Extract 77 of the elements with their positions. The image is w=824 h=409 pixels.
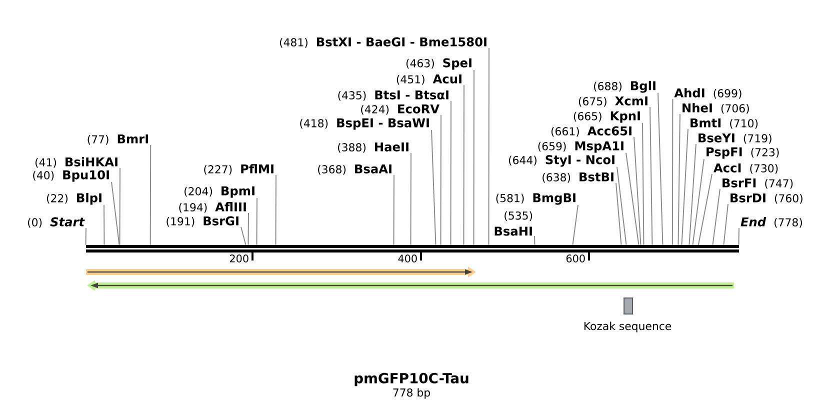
restriction-site-label: (40) Bpu10I	[33, 170, 109, 182]
leader-line	[104, 204, 105, 246]
restriction-site-label: (418) BspEI - BsaWI	[300, 118, 429, 130]
leader-line	[688, 144, 696, 246]
leader-line	[534, 236, 536, 246]
leader-line	[712, 188, 720, 246]
leader-line	[119, 168, 120, 246]
leader-line	[658, 92, 664, 246]
leader-line	[275, 174, 276, 246]
leader-line	[111, 182, 120, 246]
restriction-site-label: (451) AcuI	[396, 74, 462, 85]
leader-line	[616, 166, 627, 246]
leader-line	[463, 84, 464, 246]
subtitle: 778 bp	[393, 388, 430, 399]
leader-line	[626, 152, 640, 246]
restriction-site-label: (368) BsaAI	[318, 164, 392, 175]
restriction-site-label: (191) BsrGI	[166, 216, 238, 227]
restriction-site-label: (463) SpeI	[406, 58, 472, 70]
leader-line	[440, 114, 442, 246]
restriction-site-label: (388) HaeII	[338, 142, 408, 153]
leader-line	[723, 204, 728, 246]
restriction-site-label: (77) BmrI	[88, 134, 148, 145]
leader-line	[393, 174, 394, 246]
restriction-site-label: (194) AflIII	[179, 202, 246, 213]
tick-label: 400	[398, 254, 417, 262]
leader-line	[672, 98, 674, 246]
restriction-site-label: (638) BstBI	[542, 172, 614, 183]
leader-line	[642, 122, 644, 246]
tick-label: 600	[566, 254, 585, 262]
leader-line	[240, 226, 246, 246]
leader-line	[248, 212, 249, 246]
sequence-end-label: End (778)	[740, 217, 802, 228]
feature-label: Kozak sequence	[584, 322, 672, 332]
restriction-site-label: (675) XcmI	[578, 96, 648, 107]
leader-line	[256, 198, 258, 246]
restriction-site-label: PspFI (723)	[706, 147, 779, 159]
title: pmGFP10C-Tau	[354, 372, 468, 386]
leader-line	[678, 114, 680, 246]
restriction-site-label: AccI (730)	[714, 163, 778, 174]
restriction-site-label: (204) BpmI	[184, 186, 254, 198]
leader-line	[473, 70, 474, 246]
leader-line	[698, 174, 712, 246]
restriction-site-label: (665) KpnI	[574, 111, 640, 123]
leader-line	[681, 128, 688, 246]
restriction-site-label: (644) StyI - NcoI	[508, 155, 614, 167]
restriction-site-label: BsrFI (747)	[722, 178, 793, 189]
leader-line	[85, 228, 87, 246]
sequence-backbone	[86, 245, 739, 252]
restriction-site-label: (41) BsiHKAI	[35, 157, 118, 168]
restriction-site-label: BmtI (710)	[690, 118, 758, 129]
tick-label: 200	[230, 254, 248, 262]
leader-line	[410, 152, 412, 246]
restriction-site-label: (22) BlpI	[46, 192, 102, 205]
sequence-end-label: (0) Start	[28, 217, 85, 228]
restriction-site-label: (481) BstXI - BaeGI - Bme1580I	[280, 37, 486, 48]
restriction-site-label: (227) PflMI	[204, 164, 274, 175]
leader-line	[488, 48, 490, 246]
restriction-site-label: (435) BtsI - BtsαI	[338, 90, 448, 101]
restriction-site-label: (688) BglI	[594, 80, 656, 93]
restriction-site-label: (424) EcoRV	[361, 104, 440, 115]
restriction-site-label: BseYI (719)	[698, 133, 772, 144]
leader-line	[431, 130, 436, 246]
leader-line	[450, 100, 452, 246]
restriction-site-label: AhdI (699)	[674, 88, 742, 99]
restriction-site-label: (581) BmgBI	[496, 193, 576, 205]
leader-line	[634, 136, 642, 246]
leader-line	[738, 228, 740, 246]
leader-line	[572, 204, 578, 246]
restriction-site-label: BsrDI (760)	[730, 193, 802, 204]
leader-line	[150, 144, 152, 246]
leader-line	[616, 182, 622, 246]
leader-line	[692, 158, 704, 246]
leader-line	[650, 106, 653, 246]
restriction-site-label: (535) BsaHI	[494, 211, 532, 236]
restriction-site-label: NheI (706)	[682, 103, 749, 114]
restriction-site-label: (661) Acc65I	[551, 126, 632, 137]
restriction-site-label: (659) MspA1I	[538, 141, 624, 153]
